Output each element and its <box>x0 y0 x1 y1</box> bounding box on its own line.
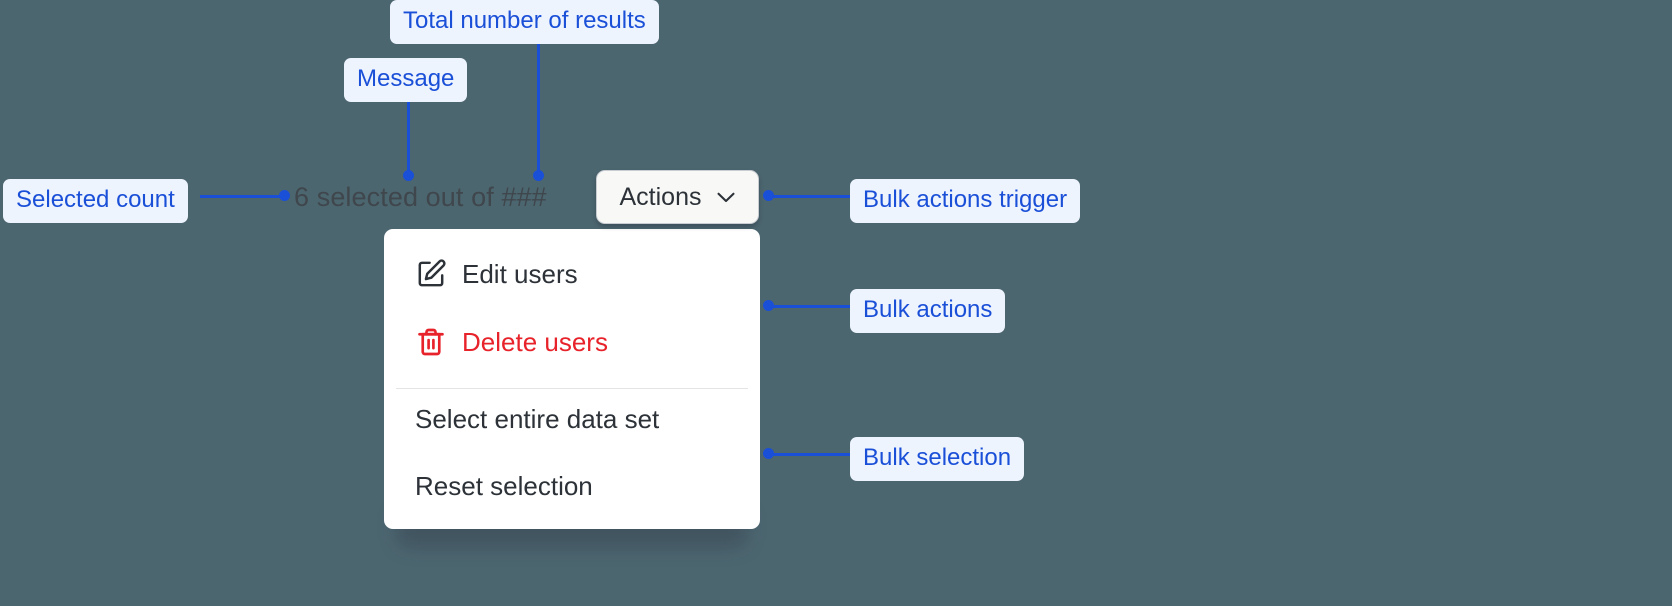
connector-dot-bulk-selection <box>763 448 774 459</box>
chevron-down-icon <box>717 192 736 203</box>
connector-bulk-selection <box>769 453 852 456</box>
connector-dot-bulk-actions <box>763 300 774 311</box>
selection-message: 6 selected out of ### <box>294 182 547 212</box>
menu-item-label: Edit users <box>462 259 578 289</box>
menu-item-edit-users[interactable]: Edit users <box>384 245 760 303</box>
menu-item-label: Reset selection <box>415 471 593 501</box>
connector-dot-total-results <box>533 170 544 181</box>
bulk-actions-menu: Edit users Delete users Select entire da… <box>384 229 760 529</box>
menu-item-delete-users[interactable]: Delete users <box>384 313 760 371</box>
annotation-chip-bulk-actions-trigger: Bulk actions trigger <box>850 179 1081 223</box>
annotation-chip-bulk-actions: Bulk actions <box>850 289 1006 333</box>
menu-item-label: Select entire data set <box>415 404 660 434</box>
trash-icon <box>415 326 462 358</box>
connector-bulk-actions <box>769 305 852 308</box>
connector-dot-bulk-actions-trigger <box>763 190 774 201</box>
annotation-chip-total-results: Total number of results <box>390 0 659 44</box>
connector-dot-selected-count <box>279 190 290 201</box>
connector-message <box>407 96 410 175</box>
menu-item-reset-selection[interactable]: Reset selection <box>384 457 760 515</box>
connector-total-results <box>537 38 540 175</box>
actions-button-label: Actions <box>619 182 702 211</box>
menu-item-label: Delete users <box>462 327 608 357</box>
annotation-chip-selected-count: Selected count <box>3 179 188 223</box>
annotation-chip-bulk-selection: Bulk selection <box>850 437 1025 481</box>
connector-selected-count <box>200 195 286 198</box>
edit-square-icon <box>415 258 462 290</box>
menu-item-select-entire-data-set[interactable]: Select entire data set <box>384 390 760 448</box>
bulk-actions-trigger-button[interactable]: Actions <box>596 170 759 224</box>
menu-divider <box>396 388 748 389</box>
connector-dot-message <box>403 170 414 181</box>
connector-bulk-actions-trigger <box>769 195 852 198</box>
annotation-chip-message: Message <box>344 58 468 102</box>
